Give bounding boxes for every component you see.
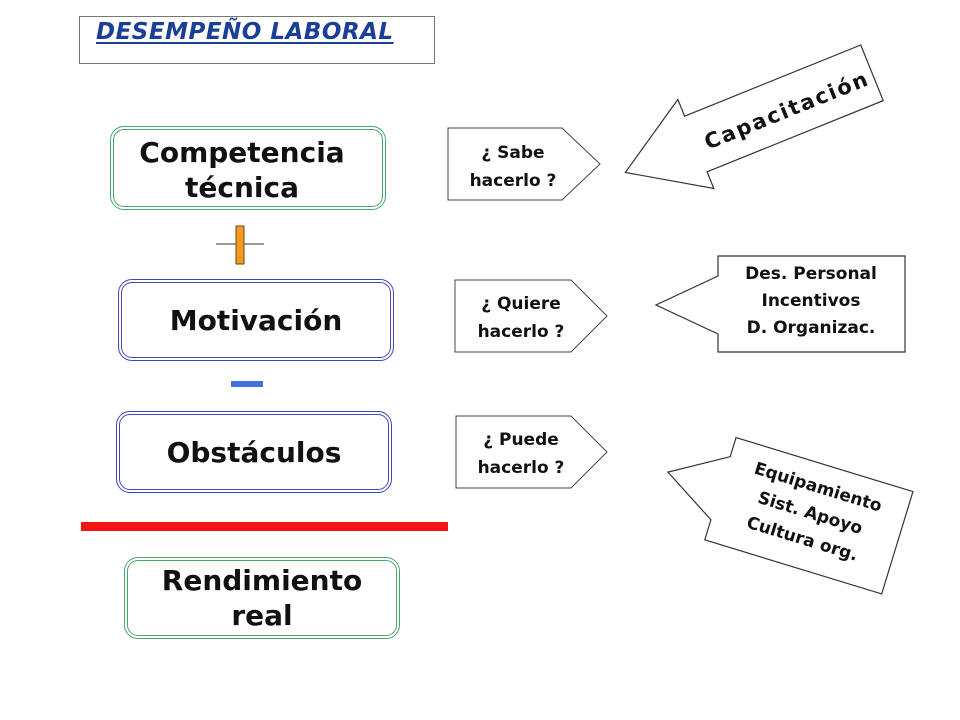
question-sabe-line1: ¿ Sabe — [481, 143, 544, 163]
personal-line1: Des. Personal — [745, 264, 877, 284]
equipamiento-arrow-shape — [666, 436, 914, 595]
equipamiento-callout: Equipamiento Sist. Apoyo Cultura org. — [666, 436, 914, 595]
rendimiento-label: Rendimiento real — [161, 564, 363, 632]
personal-arrow-shape — [654, 255, 906, 353]
obstaculos-label: Obstáculos — [166, 435, 342, 469]
minus-operator — [231, 381, 263, 387]
capacitacion-callout: Capacitación — [624, 44, 885, 190]
personal-line2: Incentivos — [762, 291, 861, 311]
competencia-label: Competencia técnica — [139, 136, 345, 204]
question-sabe-line2: hacerlo ? — [470, 171, 557, 191]
question-puede-shape: ¿ Puede hacerlo ? — [455, 415, 608, 489]
question-quiere-shape: ¿ Quiere hacerlo ? — [454, 279, 608, 353]
personal-line3: D. Organizac. — [747, 318, 876, 338]
obstaculos-box: Obstáculos — [116, 411, 392, 493]
question-puede-line1: ¿ Puede — [483, 430, 559, 450]
title-box: DESEMPEÑO LABORAL — [79, 16, 435, 64]
page-title: DESEMPEÑO LABORAL — [96, 19, 394, 45]
plus-operator — [216, 225, 264, 265]
personal-callout: Des. Personal Incentivos D. Organizac. — [654, 255, 906, 353]
rendimiento-box: Rendimiento real — [124, 557, 400, 639]
question-quiere-line2: hacerlo ? — [478, 322, 565, 342]
motivacion-box: Motivación — [118, 279, 394, 361]
competencia-box: Competencia técnica — [110, 126, 386, 210]
question-sabe-shape: ¿ Sabe hacerlo ? — [447, 127, 601, 201]
motivacion-label: Motivación — [169, 303, 343, 337]
result-line — [81, 522, 448, 531]
capacitacion-arrow-shape — [624, 44, 885, 190]
question-quiere-line1: ¿ Quiere — [481, 294, 561, 314]
question-puede-line2: hacerlo ? — [478, 458, 565, 478]
plus-vertical-bar — [235, 225, 245, 265]
